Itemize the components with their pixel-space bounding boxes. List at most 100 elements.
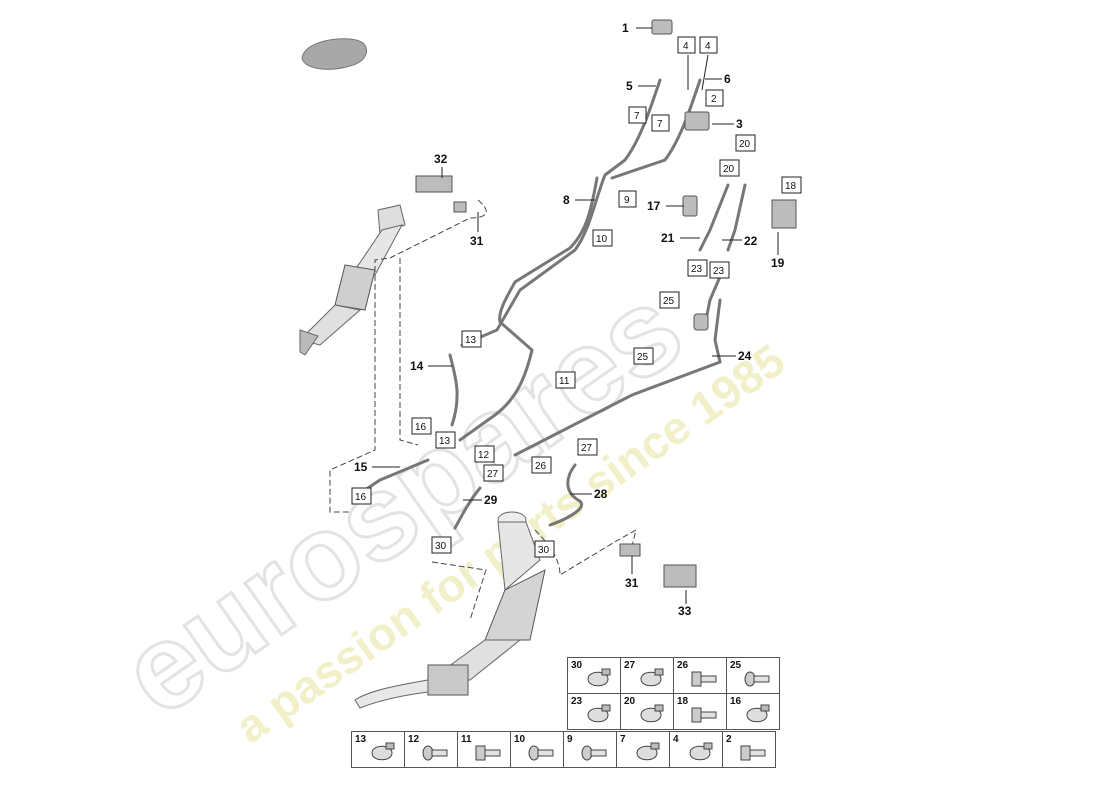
small-parts xyxy=(415,19,797,588)
svg-text:25: 25 xyxy=(637,352,649,363)
bolt-icon xyxy=(744,671,770,687)
callout-33: 33 xyxy=(678,604,692,618)
ref-box-25a: 25 xyxy=(659,291,680,309)
ref-box-20b: 20 xyxy=(719,159,740,177)
clamp-icon xyxy=(371,742,395,761)
upper-catalytic-converter xyxy=(299,204,406,356)
part-bracket-33 xyxy=(663,564,697,588)
bolt-icon xyxy=(581,745,607,761)
svg-text:23: 23 xyxy=(713,266,725,277)
ref-box-2: 2 xyxy=(705,89,724,107)
part-valve-17 xyxy=(682,195,698,217)
svg-text:12: 12 xyxy=(478,450,490,461)
svg-text:10: 10 xyxy=(596,234,608,245)
bolt-icon xyxy=(691,671,717,687)
svg-text:25: 25 xyxy=(663,296,675,307)
legend-cell-11: 11 xyxy=(457,731,511,768)
legend-table-upper: 30 27 26 25 23 20 18 16 xyxy=(567,657,780,730)
callout-1: 1 xyxy=(622,21,629,35)
clamp-icon xyxy=(746,704,770,723)
ref-box-27a: 27 xyxy=(577,438,598,456)
bolt-icon xyxy=(740,745,766,761)
ref-box-30a: 30 xyxy=(431,536,452,554)
part-clip-25a xyxy=(693,313,709,331)
svg-text:7: 7 xyxy=(634,111,640,122)
legend-cell-12: 12 xyxy=(404,731,458,768)
legend-cell-16: 16 xyxy=(726,693,780,730)
callout-21: 21 xyxy=(661,231,675,245)
legend-row-1: 30 27 26 25 xyxy=(567,657,780,694)
sensor-wiring xyxy=(329,199,637,621)
ref-box-16a: 16 xyxy=(411,417,432,435)
bolt-icon xyxy=(422,745,448,761)
callout-28: 28 xyxy=(594,487,608,501)
ref-box-18: 18 xyxy=(781,176,802,194)
ref-box-13a: 13 xyxy=(461,330,482,348)
svg-text:4: 4 xyxy=(705,41,711,52)
vehicle-silhouette-icon xyxy=(301,38,367,70)
svg-text:30: 30 xyxy=(538,545,550,556)
ref-box-10: 10 xyxy=(592,229,613,247)
legend-cell-10: 10 xyxy=(510,731,564,768)
part-bracket-32 xyxy=(415,175,453,193)
legend-cell-27: 27 xyxy=(620,657,674,694)
callout-6: 6 xyxy=(724,72,731,86)
callout-22: 22 xyxy=(744,234,758,248)
clamp-icon xyxy=(587,668,611,687)
svg-text:20: 20 xyxy=(723,164,735,175)
legend-cell-26: 26 xyxy=(673,657,727,694)
bolt-icon xyxy=(475,745,501,761)
ref-box-11: 11 xyxy=(555,371,576,389)
callout-29: 29 xyxy=(484,493,498,507)
bolt-icon xyxy=(691,707,717,723)
vent-lines xyxy=(363,78,747,530)
svg-text:13: 13 xyxy=(439,436,451,447)
legend-cell-9: 9 xyxy=(563,731,617,768)
bolt-icon xyxy=(528,745,554,761)
fastener-legend-upper: 30 27 26 25 23 20 18 16 xyxy=(567,657,780,730)
callout-3: 3 xyxy=(736,117,743,131)
lower-catalytic-converter xyxy=(354,511,546,709)
callout-32: 32 xyxy=(434,152,448,166)
legend-row-2: 23 20 18 16 xyxy=(567,693,780,730)
callout-labels: 1 3 5 6 8 14 15 17 19 21 22 24 28 29 31 … xyxy=(354,21,785,618)
svg-text:2: 2 xyxy=(711,94,717,105)
ref-box-26: 26 xyxy=(531,456,552,474)
ref-box-23b: 23 xyxy=(709,261,730,279)
clamp-icon xyxy=(587,704,611,723)
ref-box-7a: 7 xyxy=(628,106,647,124)
svg-text:27: 27 xyxy=(487,469,499,480)
legend-cell-23: 23 xyxy=(567,693,621,730)
callout-31-lower: 31 xyxy=(625,576,639,590)
ref-box-16b: 16 xyxy=(351,487,372,505)
svg-text:16: 16 xyxy=(415,422,427,433)
callout-24: 24 xyxy=(738,349,752,363)
legend-cell-20: 20 xyxy=(620,693,674,730)
part-sensor-31b xyxy=(619,543,641,557)
ref-box-4a: 4 xyxy=(677,36,696,54)
ref-box-25b: 25 xyxy=(633,347,654,365)
part-valve-3 xyxy=(684,111,710,131)
svg-text:16: 16 xyxy=(355,492,367,503)
callout-17: 17 xyxy=(647,199,661,213)
clamp-icon xyxy=(636,742,660,761)
svg-text:11: 11 xyxy=(559,376,570,387)
ref-box-23a: 23 xyxy=(687,259,708,277)
svg-text:18: 18 xyxy=(785,181,797,192)
legend-cell-2: 2 xyxy=(722,731,776,768)
boxed-refs: 4 4 2 7 7 20 20 18 9 10 23 23 25 13 25 1… xyxy=(351,36,802,558)
clamp-icon xyxy=(640,704,664,723)
ref-box-4b: 4 xyxy=(699,36,718,54)
leader-lines xyxy=(372,27,779,604)
legend-cell-18: 18 xyxy=(673,693,727,730)
ref-box-30b: 30 xyxy=(534,540,555,558)
svg-text:20: 20 xyxy=(739,139,751,150)
legend-cell-30: 30 xyxy=(567,657,621,694)
ref-box-9: 9 xyxy=(618,190,637,208)
callout-14: 14 xyxy=(410,359,424,373)
ref-box-27b: 27 xyxy=(483,464,504,482)
svg-text:30: 30 xyxy=(435,541,447,552)
ref-box-7b: 7 xyxy=(651,114,670,132)
svg-text:23: 23 xyxy=(691,264,703,275)
